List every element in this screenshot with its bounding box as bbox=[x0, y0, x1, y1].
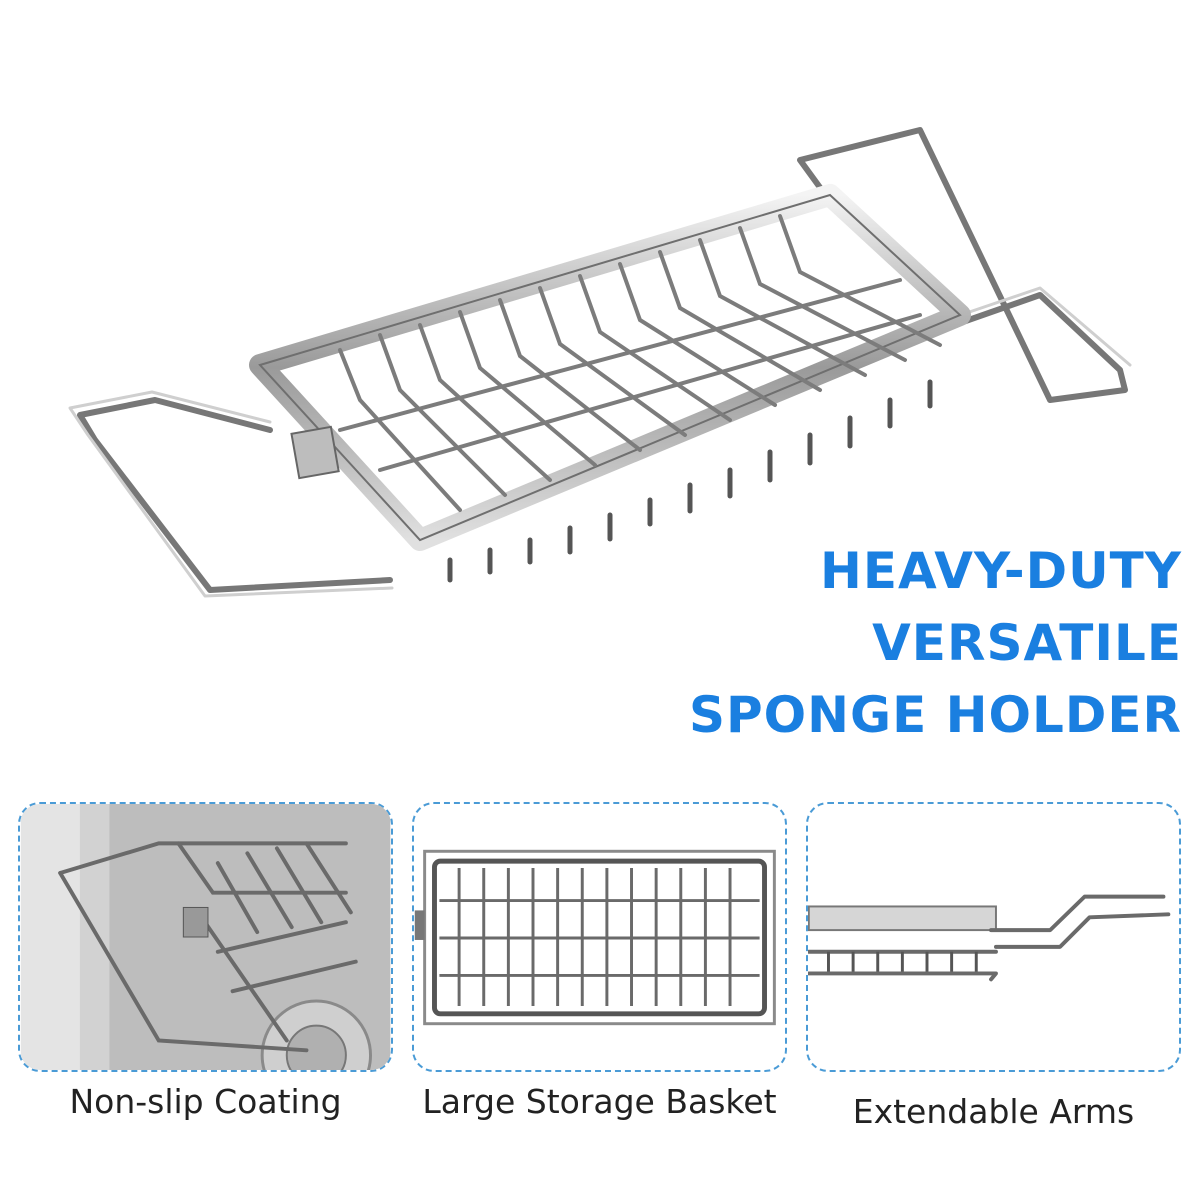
feature-panel-non-slip bbox=[18, 802, 393, 1072]
feature-panel-basket bbox=[412, 802, 787, 1072]
caption-basket: Large Storage Basket bbox=[422, 1082, 777, 1121]
headline-line-3: SPONGE HOLDER bbox=[689, 686, 1182, 744]
hero-product-image bbox=[40, 100, 1160, 620]
basket-top-view-image bbox=[414, 849, 776, 1026]
sponge-holder-illustration bbox=[68, 127, 1132, 598]
side-view-image bbox=[808, 894, 1171, 982]
caption-extendable: Extendable Arms bbox=[852, 1092, 1135, 1131]
feature-panel-extendable bbox=[806, 802, 1181, 1072]
headline-line-2: VERSATILE bbox=[872, 614, 1182, 672]
product-closeup-image bbox=[20, 804, 391, 1070]
caption-non-slip: Non-slip Coating bbox=[69, 1082, 342, 1121]
headline: HEAVY-DUTY VERSATILE SPONGE HOLDER bbox=[689, 535, 1182, 751]
headline-line-1: HEAVY-DUTY bbox=[819, 542, 1182, 600]
